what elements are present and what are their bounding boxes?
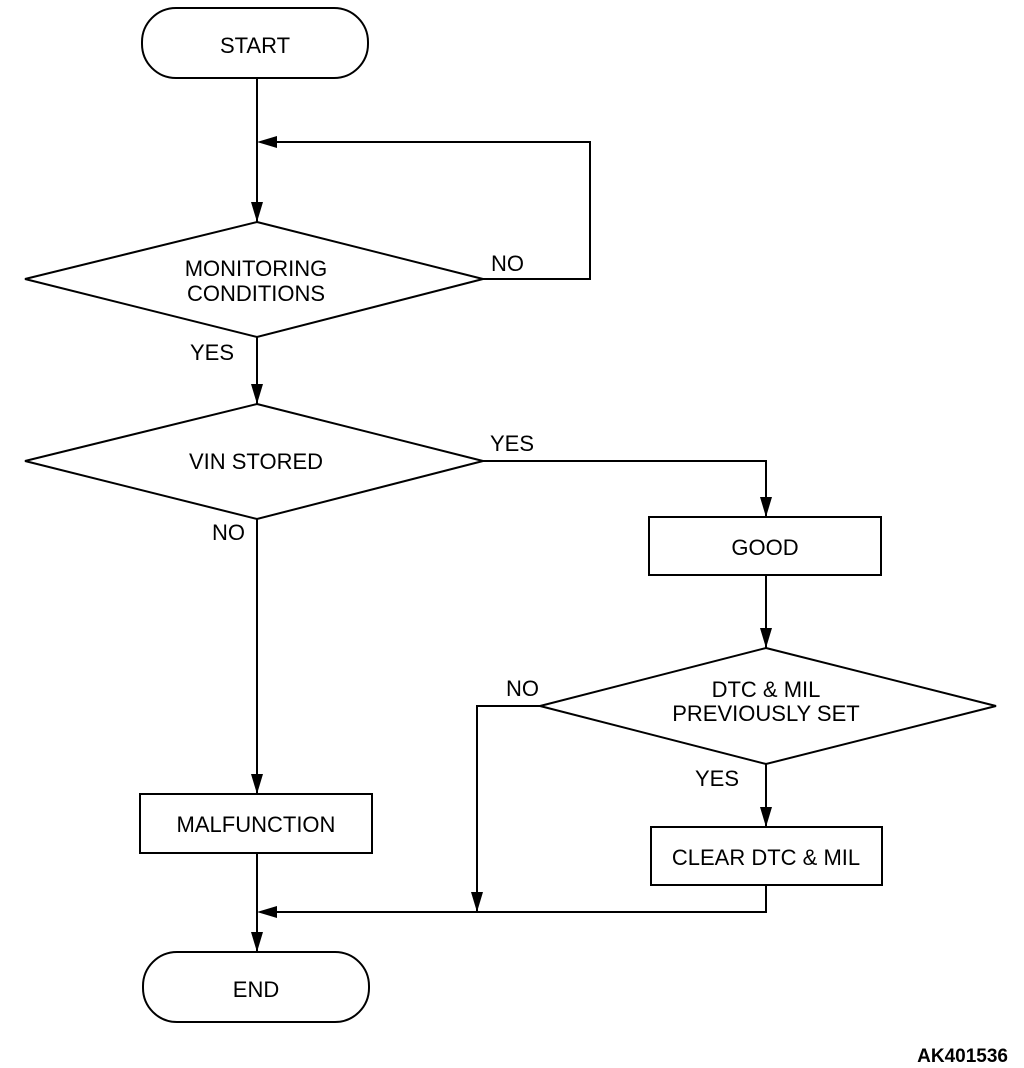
end-label: END (233, 977, 279, 1002)
monitoring-label-line2: CONDITIONS (187, 281, 325, 306)
clear-dtc-mil-process: CLEAR DTC & MIL (650, 826, 883, 886)
arrowhead-icon (760, 497, 772, 517)
monitoring-no-label: NO (491, 251, 524, 276)
malfunction-label: MALFUNCTION (177, 812, 336, 837)
arrowhead-icon (760, 807, 772, 827)
arrowhead-icon (251, 932, 263, 952)
start-label: START (220, 33, 290, 58)
good-process: GOOD (648, 516, 882, 576)
edge-dtc-no (476, 705, 540, 912)
reference-code: AK401536 (917, 1046, 1008, 1067)
clear-dtc-mil-label: CLEAR DTC & MIL (672, 845, 860, 870)
dtc-yes-label: YES (695, 766, 739, 791)
start-terminal: START (141, 7, 369, 79)
dtc-label-line1: DTC & MIL (712, 677, 821, 702)
vin-yes-label: YES (490, 431, 534, 456)
monitoring-conditions-decision: MONITORING CONDITIONS (24, 220, 484, 339)
edge-clear-to-merge (262, 885, 767, 913)
edge-vin-yes (483, 460, 767, 517)
dtc-no-label: NO (506, 676, 539, 701)
arrowhead-icon (760, 628, 772, 648)
vin-stored-decision: VIN STORED (24, 402, 484, 521)
arrowhead-icon (257, 906, 277, 918)
edge-monitoring-no-loop (262, 141, 591, 280)
vin-no-label: NO (212, 520, 245, 545)
end-terminal: END (142, 951, 370, 1023)
dtc-mil-previously-set-decision: DTC & MIL PREVIOUSLY SET (539, 646, 997, 766)
vin-stored-label: VIN STORED (189, 449, 323, 474)
monitoring-yes-label: YES (190, 340, 234, 365)
arrowhead-icon (471, 892, 483, 912)
dtc-label-line2: PREVIOUSLY SET (672, 701, 859, 726)
arrowhead-icon (257, 136, 277, 148)
arrowhead-icon (251, 384, 263, 404)
arrowhead-icon (251, 774, 263, 794)
good-label: GOOD (731, 535, 798, 560)
arrowhead-icon (251, 202, 263, 222)
monitoring-label-line1: MONITORING (185, 256, 328, 281)
malfunction-process: MALFUNCTION (139, 793, 373, 854)
